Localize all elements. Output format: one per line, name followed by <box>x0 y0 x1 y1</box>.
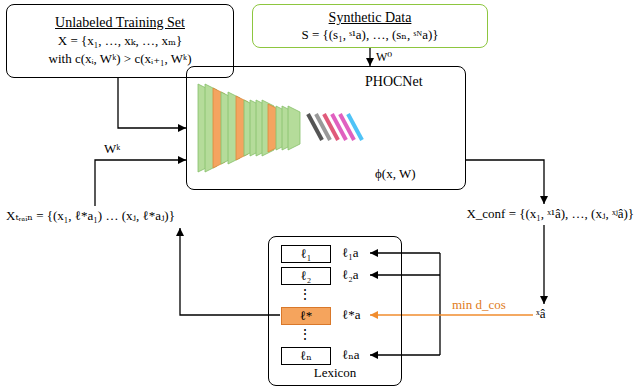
box-title: Unlabeled Training Set <box>55 14 185 32</box>
box-title: ℓ₂ <box>301 269 312 283</box>
label-holder: ℓₙa <box>342 347 360 363</box>
embedding-label: ˣâ <box>536 306 546 322</box>
embedding-label: ℓ₂a <box>342 267 359 283</box>
box-title: ℓ₁ <box>301 247 312 261</box>
min-distance-arrow <box>370 314 533 316</box>
ellipsis: ⋮ <box>295 327 315 343</box>
dataset-box: Synthetic DataS = {(s₁, ˢ¹a), …, (sₙ, ˢᴺ… <box>252 4 488 48</box>
fc-layer <box>348 114 362 140</box>
ellipsis: ⋮ <box>295 287 315 303</box>
compare-arrow <box>370 252 440 253</box>
compare-arrow <box>370 354 440 355</box>
compare-arrow <box>370 274 440 275</box>
box-title: PHOCNet <box>365 73 423 91</box>
set-label: Xₜᵣₐᵢₙ = {(x₁, ℓ*a₁) … (xⱼ, ℓ*aⱼ)} <box>6 208 175 224</box>
label-holder: ⋮ <box>295 327 315 343</box>
label-holder: ℓ₁a <box>342 245 359 261</box>
flow-arrow <box>118 78 186 128</box>
box-title: ℓ* <box>300 309 313 323</box>
embedding-label: ℓₙa <box>342 347 360 363</box>
embedding-label: ℓ₁a <box>342 245 359 261</box>
word-box: ℓ₁ <box>281 245 331 263</box>
box-title: ℓₙ <box>300 349 312 363</box>
label-arrow <box>180 228 280 315</box>
word-box: ℓ₂ <box>281 267 331 285</box>
box-text: X = {x₁, …, xₖ, …, xₘ} <box>58 32 182 50</box>
embedding-label: ℓ*a <box>342 307 361 323</box>
distance-label: min d_cos <box>452 297 506 313</box>
label-holder: ˣâ <box>536 306 546 322</box>
compare-line <box>439 253 440 355</box>
label-holder: ℓ₂a <box>342 267 359 283</box>
label-holder: W⁰ <box>376 49 392 65</box>
output-arrow <box>466 160 544 204</box>
feedback-arrow <box>95 160 186 206</box>
label-holder: ℓ*a <box>342 307 361 323</box>
label-holder: Xₜᵣₐᵢₙ = {(x₁, ℓ*a₁) … (xⱼ, ℓ*aⱼ)} <box>6 208 175 224</box>
box-text: ϕ(x, W) <box>375 165 416 183</box>
box-title: Synthetic Data <box>329 9 412 26</box>
box-text: with c(xᵢ, Wᵏ) > c(xᵢ₊₁, Wᵏ) <box>49 50 192 68</box>
label-holder: min d_cos <box>452 297 506 313</box>
label-holder: Wᵏ <box>104 141 120 157</box>
select-arrow <box>543 225 544 304</box>
weight-label: Wᵏ <box>104 141 120 157</box>
word-box: ℓₙ <box>281 347 331 365</box>
set-label: X_conf = {(x₁, ˣ¹â), …, (xⱼ, ˣʲâ)} <box>466 206 634 222</box>
box-title: Lexicon <box>314 364 357 382</box>
flow-arrow <box>369 48 370 66</box>
label-holder: ⋮ <box>295 287 315 303</box>
word-box: ℓ* <box>281 307 331 325</box>
label-holder: X_conf = {(x₁, ˣ¹â), …, (xⱼ, ˣʲâ)} <box>466 206 634 222</box>
weight-label: W⁰ <box>376 49 392 65</box>
network-illustration <box>198 84 362 172</box>
box-text: S = {(s₁, ˢ¹a), …, (sₙ, ˢᴺa)} <box>301 26 438 43</box>
conv-layer <box>288 106 300 150</box>
network-box: PHOCNet ϕ(x, W) <box>186 66 466 190</box>
lexicon-box: Lexicon ℓ₁ ℓ₂ ℓ* ℓₙ <box>268 236 402 386</box>
